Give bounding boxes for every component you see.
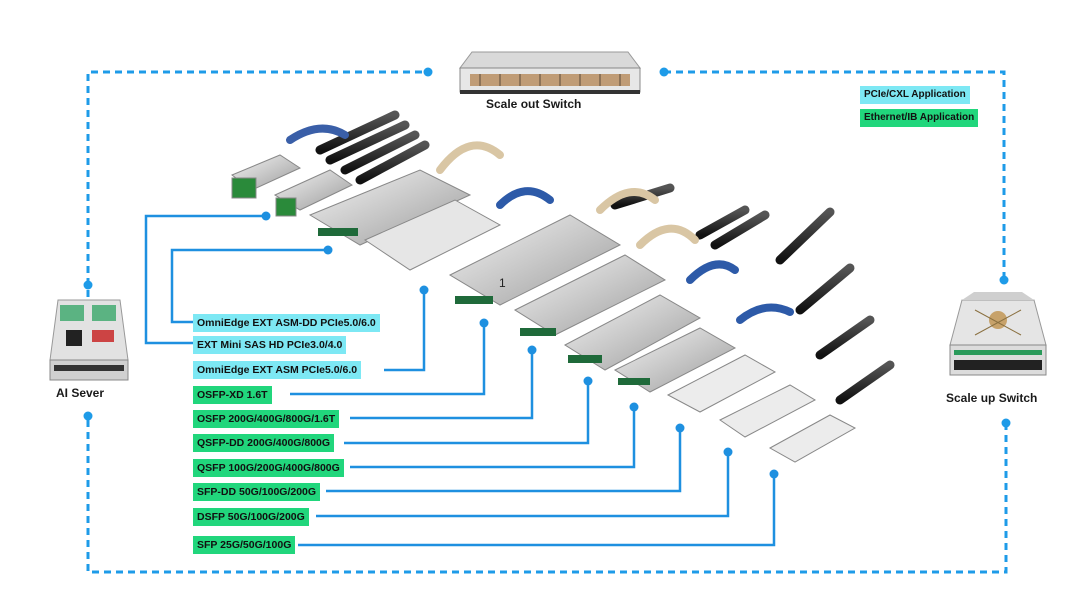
ai-server-image (49, 299, 129, 381)
dashed-network-loop (86, 70, 1008, 574)
scale-out-switch-image (459, 51, 641, 94)
cable-bundle (315, 110, 895, 405)
dot-ai-top (83, 280, 93, 290)
leader-dsfp (316, 452, 730, 518)
product-label-omniedge-ext-asm-dd: OmniEdge EXT ASM-DD PCIe5.0/6.0 (193, 314, 380, 332)
connector-cluster-image (231, 110, 895, 463)
leader-osfp (350, 350, 534, 420)
product-label-sfp-dd: SFP-DD 50G/100G/200G (193, 483, 321, 501)
product-leader-lines (144, 214, 776, 547)
dashed-link-top-right (664, 70, 1006, 280)
leader-qsfp (350, 407, 636, 469)
product-label-qsfp: QSFP 100G/200G/400G/800G (193, 459, 344, 477)
dot-scaleout-right (659, 67, 669, 77)
leader-sfp-dd (326, 428, 682, 493)
ai-server-title: AI Sever (56, 386, 105, 400)
legend-ethernet: Ethernet/IB Application (860, 109, 979, 127)
scale-out-switch-title: Scale out Switch (486, 97, 582, 111)
product-label-dsfp: DSFP 50G/100G/200G (193, 508, 309, 526)
product-label-osfp-xd: OSFP-XD 1.6T (193, 386, 272, 404)
callout-marker: 1 (499, 276, 506, 290)
leader-omniedge-asm-dd (144, 214, 266, 345)
product-label-omniedge-ext-asm: OmniEdge EXT ASM PCIe5.0/6.0 (193, 361, 362, 379)
scale-up-switch-title: Scale up Switch (946, 391, 1038, 405)
leader-dots (261, 211, 779, 479)
leader-osfp-xd (290, 323, 486, 396)
pull-tab-handles (286, 124, 794, 324)
pcb-edges (318, 228, 650, 385)
dot-scaleout-left (423, 67, 433, 77)
connector-housings (231, 154, 857, 463)
dashed-link-top-left (86, 70, 428, 297)
product-label-sfp: SFP 25G/50G/100G (193, 536, 296, 554)
leader-sfp (298, 474, 776, 547)
leader-qsfp-dd (344, 381, 590, 445)
leader-mini-sas-hd (170, 248, 328, 324)
legend-pcie: PCIe/CXL Application (860, 86, 970, 104)
dot-scaleup-top (999, 275, 1009, 285)
dashed-link-bottom (86, 420, 1008, 574)
scale-up-switch-image (949, 292, 1047, 376)
product-label-qsfp-dd: QSFP-DD 200G/400G/800G (193, 434, 335, 452)
dot-scaleup-bottom (1001, 418, 1011, 428)
product-label-ext-mini-sas-hd: EXT Mini SAS HD PCIe3.0/4.0 (193, 336, 347, 354)
product-label-osfp: OSFP 200G/400G/800G/1.6T (193, 410, 340, 428)
dashed-link-dots (83, 67, 1011, 428)
dot-ai-bottom (83, 411, 93, 421)
leader-omniedge-asm (384, 290, 426, 372)
